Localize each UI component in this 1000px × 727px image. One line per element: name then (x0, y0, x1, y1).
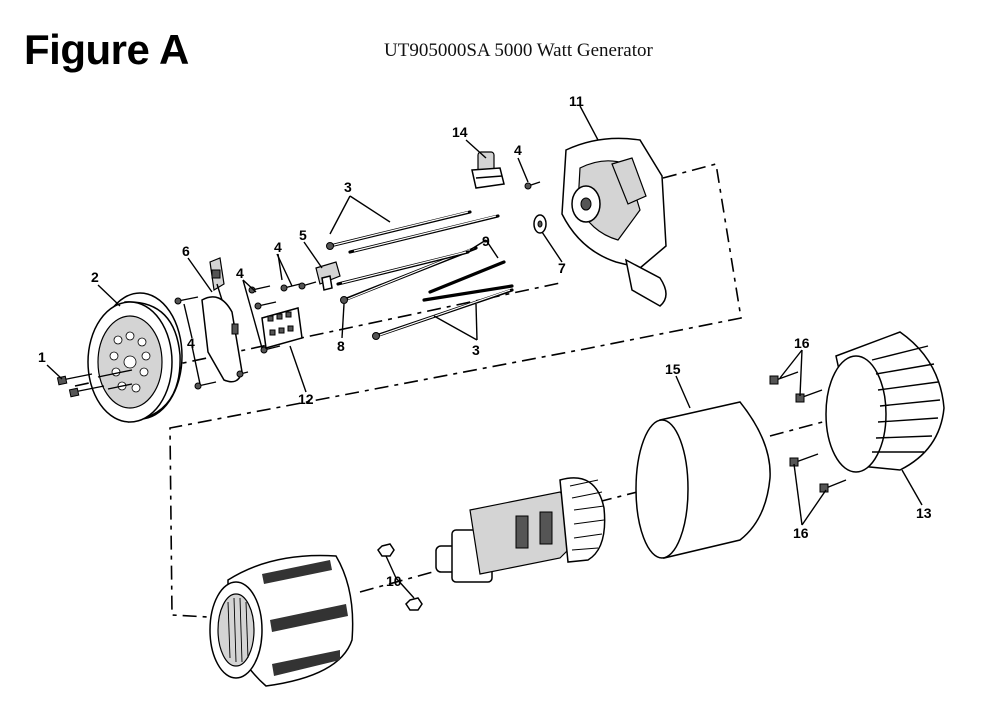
fan-cover (825, 331, 945, 473)
figure-label: Figure A (24, 26, 189, 73)
callout-2: 2 (91, 269, 99, 285)
callout-7: 7 (558, 260, 566, 276)
callout-labels: 1 2 3 3 4 4 4 4 5 6 7 8 9 10 11 12 13 14… (38, 93, 932, 589)
connector-plug (471, 151, 505, 189)
callout-12: 12 (298, 391, 314, 407)
top-screw (524, 181, 541, 190)
through-rods (326, 210, 514, 340)
callout-9: 9 (482, 233, 490, 249)
cover-screws (56, 369, 133, 398)
callout-4-plate: 4 (236, 265, 244, 281)
brush-holder-plate (201, 257, 243, 383)
callout-5: 5 (299, 227, 307, 243)
end-cover (87, 292, 183, 423)
terminal-block (261, 307, 303, 349)
callout-15: 15 (665, 361, 681, 377)
callout-16-bottom: 16 (793, 525, 809, 541)
callout-4-mid: 4 (274, 239, 282, 255)
callout-13: 13 (916, 505, 932, 521)
model-title: UT905000SA 5000 Watt Generator (384, 40, 653, 61)
rotor-nuts (377, 543, 423, 611)
plate-screws (174, 281, 317, 390)
callout-10: 10 (386, 573, 402, 589)
callout-3-top: 3 (344, 179, 352, 195)
callout-1: 1 (38, 349, 46, 365)
callout-14: 14 (452, 124, 468, 140)
bracket (315, 261, 341, 291)
callout-4-top: 4 (514, 142, 522, 158)
stator-housing (209, 554, 354, 687)
callout-6: 6 (182, 243, 190, 259)
callout-4-left: 4 (187, 335, 195, 351)
callout-3-bottom: 3 (472, 342, 480, 358)
callout-16-top: 16 (794, 335, 810, 351)
leader-lines (46, 105, 923, 599)
washer (533, 214, 547, 234)
callout-8: 8 (337, 338, 345, 354)
callout-11: 11 (569, 93, 584, 109)
rotor-assembly (435, 477, 606, 583)
cylinder-cover (635, 401, 771, 559)
rear-housing (561, 137, 667, 307)
